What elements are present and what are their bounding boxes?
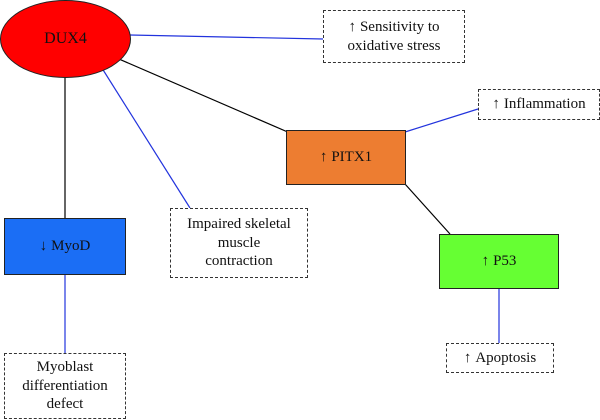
myoblast-line-3: defect — [46, 396, 84, 413]
dux4-label: DUX4 — [44, 30, 87, 47]
impaired-box: Impaired skeletal muscle contraction — [170, 208, 308, 278]
link-pitx1-inflammation — [404, 108, 479, 133]
inflammation-label: Inflammation — [503, 96, 586, 113]
up-arrow-icon: ↑ — [492, 96, 500, 113]
myoblast-line-2: differentiation — [22, 377, 108, 394]
link-dux4-sensitivity — [129, 34, 324, 40]
apoptosis-box: ↑Apoptosis — [446, 343, 554, 373]
myod-label: MyoD — [51, 238, 91, 255]
p53-node: ↑P53 — [439, 234, 559, 289]
dux4-node: DUX4 — [0, 0, 131, 78]
impaired-line-2: muscle — [217, 234, 261, 251]
up-arrow-icon: ↑ — [463, 349, 472, 366]
sensitivity-line-2: oxidative stress — [347, 37, 441, 54]
pitx1-label: PITX1 — [331, 149, 373, 166]
link-dux4-impaired — [99, 64, 191, 209]
myoblast-box: Myoblast differentiation defect — [4, 353, 126, 419]
up-arrow-icon: ↑ — [319, 149, 328, 166]
link-dux4-pitx1 — [111, 55, 291, 134]
sensitivity-box: ↑Sensitivity to oxidative stress — [323, 10, 465, 63]
apoptosis-label: Apoptosis — [475, 349, 537, 366]
link-pitx1-p53 — [404, 183, 451, 235]
down-arrow-icon: ↓ — [39, 238, 48, 255]
up-arrow-icon: ↑ — [481, 253, 490, 270]
impaired-line-3: contraction — [205, 253, 273, 270]
pitx1-node: ↑PITX1 — [286, 130, 406, 185]
inflammation-box: ↑Inflammation — [478, 89, 600, 120]
sensitivity-line-1: ↑Sensitivity to — [348, 18, 440, 35]
impaired-line-1: Impaired skeletal — [187, 215, 291, 232]
myoblast-line-1: Myoblast — [36, 358, 94, 375]
up-arrow-icon: ↑ — [348, 18, 356, 35]
myod-node: ↓MyoD — [4, 218, 126, 275]
p53-label: P53 — [493, 253, 517, 270]
